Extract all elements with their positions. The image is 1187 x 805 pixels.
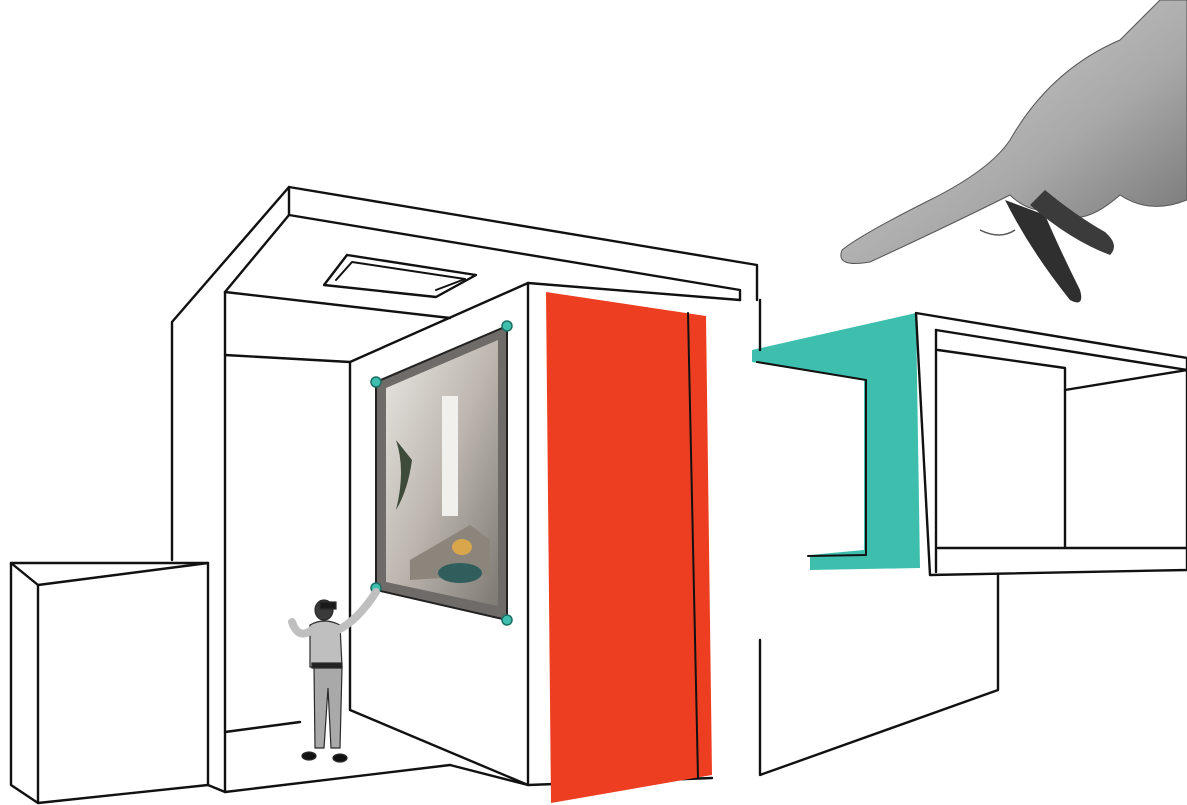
vr-headset-person-icon bbox=[292, 592, 376, 762]
wall-screen bbox=[371, 321, 512, 625]
pointing-hand-icon bbox=[841, 0, 1187, 302]
right-extension bbox=[752, 300, 1187, 775]
red-wall-panel bbox=[546, 292, 712, 803]
skylight bbox=[324, 255, 476, 297]
left-small-box bbox=[11, 563, 208, 803]
